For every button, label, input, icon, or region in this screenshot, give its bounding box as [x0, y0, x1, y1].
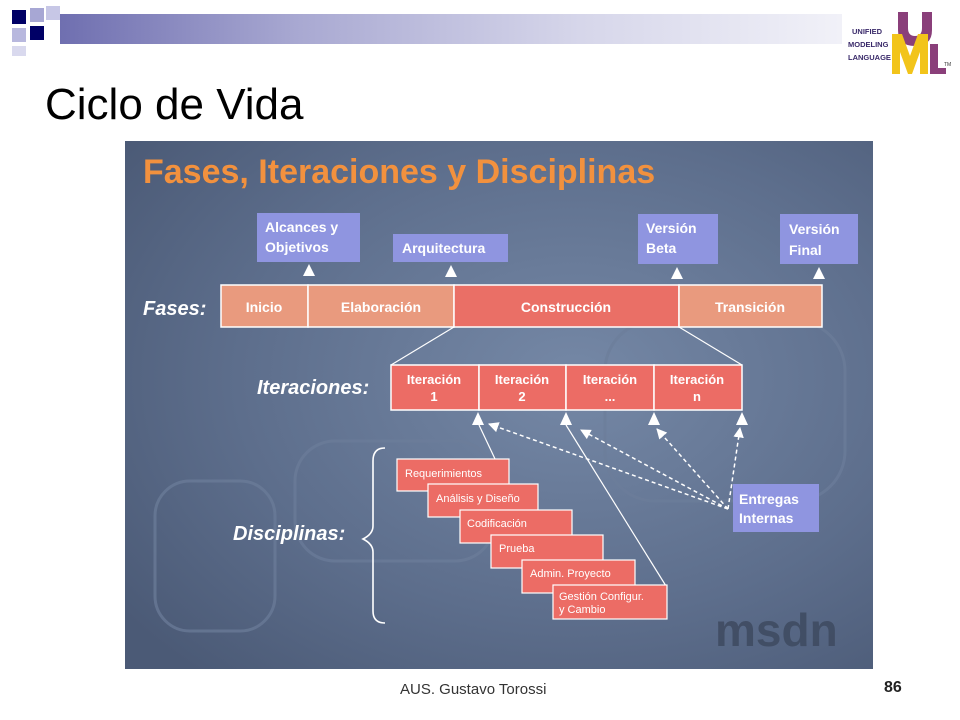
discipline-gestion-line2: y Cambio: [559, 604, 605, 616]
header-bar: [60, 14, 860, 44]
phase-construccion: [453, 284, 680, 328]
uml-logo: UNIFIED MODELING LANGUAGE TM: [842, 6, 954, 84]
milestone-final-line2: Final: [789, 242, 822, 258]
discipline-admin-label: Admin. Proyecto: [530, 568, 611, 580]
entregas-line2: Internas: [739, 510, 794, 526]
iteration-n-line2: n: [693, 389, 701, 404]
discipline-codificacion-label: Codificación: [467, 518, 527, 530]
discipline-gestion: [552, 584, 668, 620]
phase-bar: Inicio Elaboración Construcción Transici…: [220, 284, 823, 328]
slide-title: Ciclo de Vida: [45, 80, 304, 129]
phase-inicio: [220, 284, 309, 328]
label-disciplinas: Disciplinas:: [233, 523, 345, 545]
label-fases: Fases:: [143, 298, 206, 320]
iteration-1-line1: Iteración: [407, 372, 461, 387]
m-letter-shape: [892, 34, 928, 74]
milestone-alcances: Alcances y Objetivos: [257, 213, 360, 262]
disciplines-brace: [361, 447, 386, 624]
milestone-beta-line1: Versión: [646, 220, 697, 236]
iteration-3: [565, 364, 655, 411]
label-iteraciones: Iteraciones:: [257, 377, 369, 399]
milestone-final-line1: Versión: [789, 221, 840, 237]
iteration-n-line1: Iteración: [670, 372, 724, 387]
footer-author: AUS. Gustavo Torossi: [400, 681, 547, 698]
phase-transicion: [678, 284, 823, 328]
phase-inicio-label: Inicio: [246, 299, 283, 315]
discipline-gestion-line1: Gestión Configur.: [559, 591, 644, 603]
discipline-prueba-label: Prueba: [499, 543, 535, 555]
marker-beta: [671, 267, 683, 279]
discipline-analisis-label: Análisis y Diseño: [436, 493, 520, 505]
logo-text-2: MODELING: [848, 40, 889, 49]
marker-alcances: [303, 264, 315, 276]
discipline-requerimientos-label: Requerimientos: [405, 468, 483, 480]
iteration-row: Iteración 1 Iteración 2 Iteración ... It…: [390, 364, 743, 411]
milestone-alcances-line2: Objetivos: [265, 239, 329, 255]
iteration-2-line1: Iteración: [495, 372, 549, 387]
diagram-title: Fases, Iteraciones y Disciplinas: [143, 153, 655, 191]
msdn-logo: msdn: [715, 604, 838, 656]
iteration-3-line1: Iteración: [583, 372, 637, 387]
phase-construccion-label: Construcción: [521, 299, 611, 315]
milestone-markers: [303, 264, 825, 279]
milestone-beta-line2: Beta: [646, 240, 677, 256]
logo-text-1: UNIFIED: [852, 27, 883, 36]
milestone-arquitectura-label: Arquitectura: [402, 240, 485, 256]
disciplines-staircase: Requerimientos Análisis y Diseño Codific…: [396, 458, 668, 620]
phase-elaboracion: [307, 284, 455, 328]
iteration-1-line2: 1: [430, 389, 437, 404]
milestone-beta: Versión Beta: [638, 214, 718, 264]
marker-arquitectura: [445, 265, 457, 277]
corner-decoration: [12, 6, 60, 56]
iteration-n: [653, 364, 743, 411]
phase-transicion-label: Transición: [715, 299, 785, 315]
milestone-arquitectura: Arquitectura: [393, 234, 508, 262]
iteration-markers: [472, 412, 748, 425]
lifecycle-diagram: Fases, Iteraciones y Disciplinas Alcance…: [125, 141, 873, 669]
iteration-1: [390, 364, 480, 411]
entregas-line1: Entregas: [739, 491, 799, 507]
milestone-final: Versión Final: [780, 214, 858, 264]
page-number: 86: [884, 679, 902, 696]
iteration-3-line2: ...: [605, 389, 616, 404]
iteration-2-line2: 2: [518, 389, 525, 404]
logo-tm: TM: [944, 62, 951, 68]
milestone-alcances-line1: Alcances y: [265, 219, 338, 235]
entregas-internas-box: Entregas Internas: [733, 484, 819, 532]
delivery-arrows: [488, 422, 744, 510]
marker-final: [813, 267, 825, 279]
l-letter-shape: [930, 44, 946, 74]
phase-elaboracion-label: Elaboración: [341, 299, 421, 315]
expansion-lines-phase: [390, 326, 743, 366]
logo-text-3: LANGUAGE: [848, 53, 891, 62]
